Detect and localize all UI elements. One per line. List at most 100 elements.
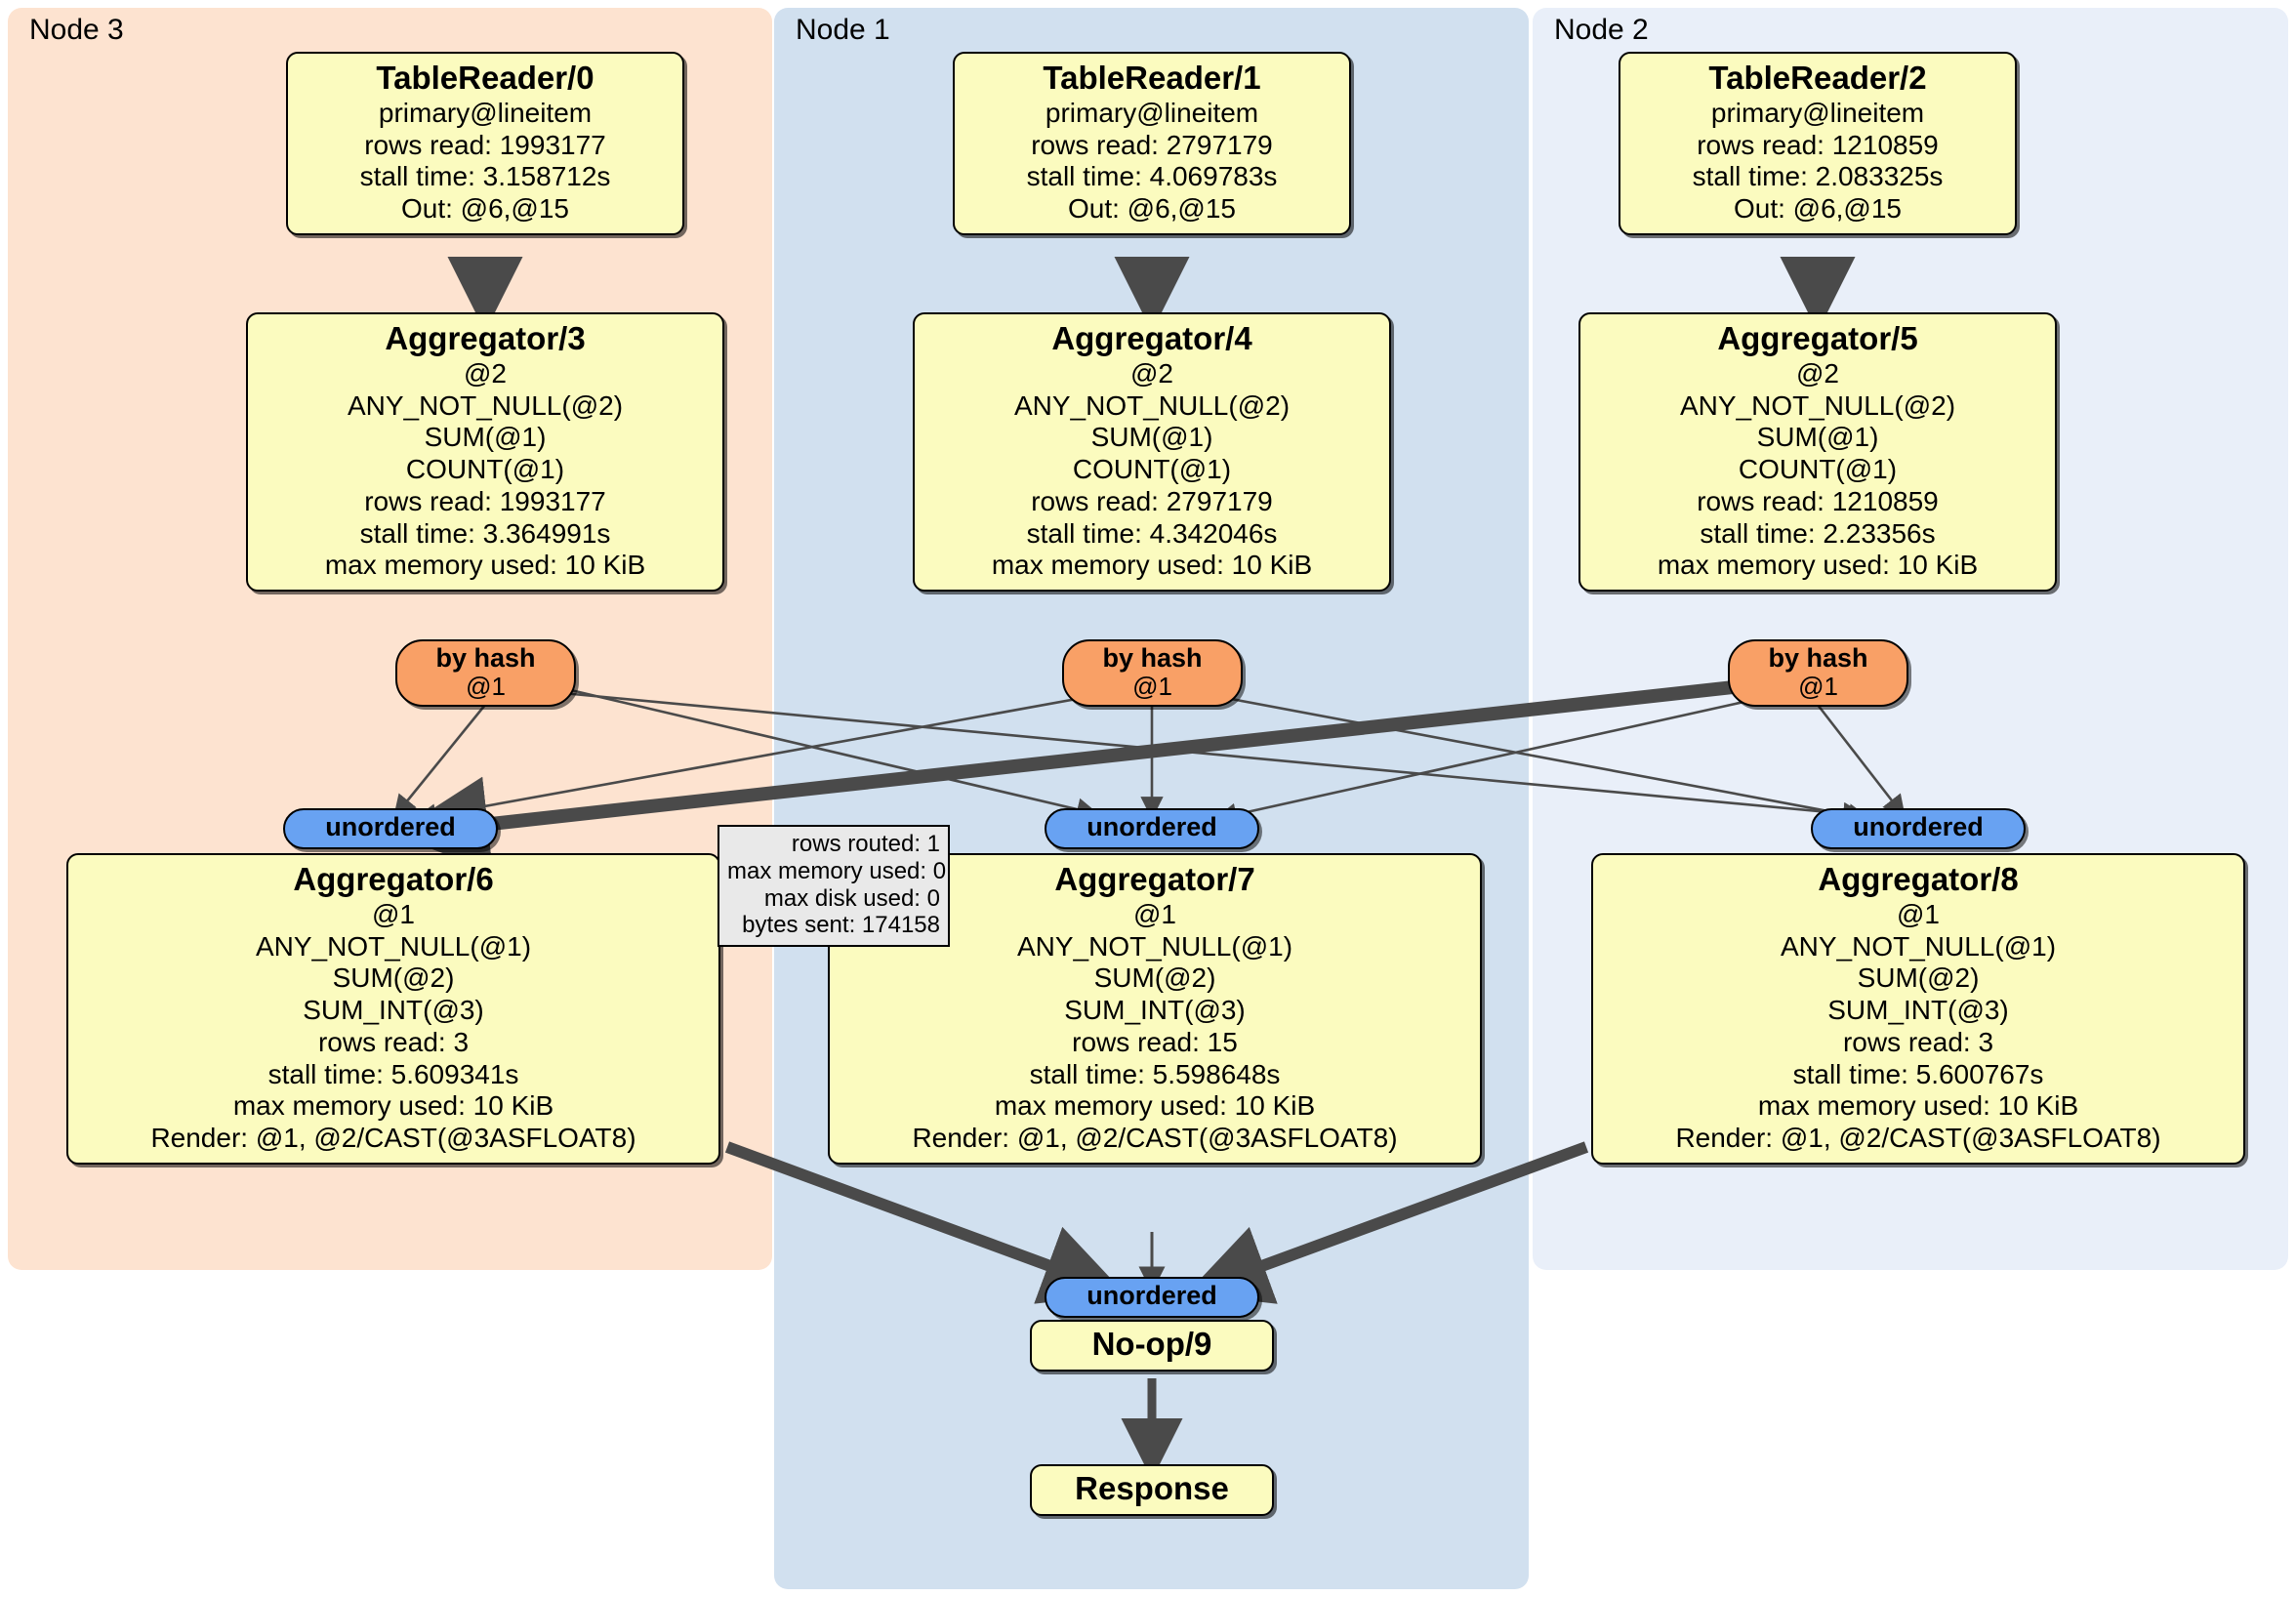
processor-detail-line: SUM_INT(@3) xyxy=(1064,995,1246,1026)
processor-detail-line: @1 xyxy=(1133,898,1176,929)
processor-detail-line: COUNT(@1) xyxy=(1738,454,1898,485)
router-column: @1 xyxy=(1798,672,1838,702)
processor-detail-line: stall time: 5.598648s xyxy=(1029,1058,1281,1089)
processor-detail-line: Render: @1, @2/CAST(@3ASFLOAT8) xyxy=(912,1123,1398,1154)
processor-response[interactable]: Response xyxy=(1030,1464,1274,1516)
processor-detail-line: stall time: 4.342046s xyxy=(1026,517,1278,549)
processor-detail-line: SUM(@1) xyxy=(1090,422,1213,453)
processor-aggregator-6[interactable]: Aggregator/6 @1 ANY_NOT_NULL(@1) SUM(@2)… xyxy=(66,853,720,1165)
sync-unordered-9[interactable]: unordered xyxy=(1045,1277,1259,1318)
processor-title: Aggregator/8 xyxy=(1818,861,2019,897)
processor-detail-line: primary@lineitem xyxy=(378,97,593,128)
processor-detail-line: primary@lineitem xyxy=(1045,97,1259,128)
processor-title: Aggregator/5 xyxy=(1717,320,1918,356)
processor-aggregator-4[interactable]: Aggregator/4 @2 ANY_NOT_NULL(@2) SUM(@1)… xyxy=(913,312,1391,593)
stat-line: rows routed: 1 xyxy=(791,831,940,857)
processor-detail-line: ANY_NOT_NULL(@1) xyxy=(1780,930,2057,962)
processor-title: No-op/9 xyxy=(1091,1326,1212,1362)
processor-detail-line: rows read: 3 xyxy=(317,1026,470,1057)
processor-detail-line: stall time: 5.609341s xyxy=(267,1058,519,1089)
processor-title: Aggregator/3 xyxy=(385,320,586,356)
processor-detail-line: SUM(@2) xyxy=(1857,962,1980,994)
router-title: by hash xyxy=(1768,643,1868,673)
processor-detail-line: max memory used: 10 KiB xyxy=(232,1090,554,1122)
processor-detail-line: rows read: 3 xyxy=(1842,1026,1994,1057)
processor-title: Aggregator/6 xyxy=(293,861,494,897)
processor-detail-line: ANY_NOT_NULL(@2) xyxy=(1679,389,1956,421)
sync-unordered-7[interactable]: unordered xyxy=(1045,808,1259,849)
router-by-hash-4[interactable]: by hash @1 xyxy=(1062,639,1243,708)
sync-unordered-6[interactable]: unordered xyxy=(283,808,498,849)
sync-label: unordered xyxy=(1086,1281,1217,1310)
router-column: @1 xyxy=(466,672,506,702)
processor-title: TableReader/0 xyxy=(376,60,594,96)
processor-tablereader-2[interactable]: TableReader/2 primary@lineitem rows read… xyxy=(1619,52,2017,235)
processor-title: TableReader/2 xyxy=(1708,60,1927,96)
processor-detail-line: rows read: 1993177 xyxy=(364,129,606,160)
processor-detail-line: ANY_NOT_NULL(@1) xyxy=(1016,930,1293,962)
router-by-hash-3[interactable]: by hash @1 xyxy=(395,639,576,708)
processor-detail-line: stall time: 2.23356s xyxy=(1700,517,1936,549)
processor-detail-line: stall time: 5.600767s xyxy=(1792,1058,2044,1089)
processor-title: TableReader/1 xyxy=(1043,60,1261,96)
processor-detail-line: @2 xyxy=(1796,357,1839,389)
processor-detail-line: ANY_NOT_NULL(@2) xyxy=(1013,389,1291,421)
processor-detail-line: SUM(@2) xyxy=(1093,962,1216,994)
cluster-label-node-3: Node 3 xyxy=(29,14,124,46)
processor-detail-line: SUM_INT(@3) xyxy=(1827,995,2009,1026)
sync-label: unordered xyxy=(1086,812,1217,841)
sync-unordered-8[interactable]: unordered xyxy=(1811,808,2026,849)
processor-detail-line: max memory used: 10 KiB xyxy=(324,550,646,581)
router-column: @1 xyxy=(1132,672,1172,702)
processor-aggregator-3[interactable]: Aggregator/3 @2 ANY_NOT_NULL(@2) SUM(@1)… xyxy=(246,312,724,593)
processor-detail-line: rows read: 1993177 xyxy=(364,485,606,516)
processor-detail-line: rows read: 1210859 xyxy=(1697,485,1939,516)
cluster-label-node-1: Node 1 xyxy=(796,14,890,46)
processor-detail-line: Out: @6,@15 xyxy=(1067,193,1237,225)
processor-detail-line: Out: @6,@15 xyxy=(400,193,570,225)
processor-detail-line: rows read: 15 xyxy=(1072,1026,1238,1057)
processor-detail-line: SUM(@1) xyxy=(1756,422,1879,453)
processor-detail-line: @2 xyxy=(464,357,507,389)
processor-detail-line: SUM(@1) xyxy=(424,422,547,453)
processor-title: Aggregator/4 xyxy=(1051,320,1252,356)
processor-aggregator-8[interactable]: Aggregator/8 @1 ANY_NOT_NULL(@1) SUM(@2)… xyxy=(1591,853,2245,1165)
router-by-hash-5[interactable]: by hash @1 xyxy=(1728,639,1908,708)
router-title: by hash xyxy=(1102,643,1203,673)
processor-detail-line: max memory used: 10 KiB xyxy=(991,550,1313,581)
processor-detail-line: primary@lineitem xyxy=(1710,97,1925,128)
processor-detail-line: max memory used: 10 KiB xyxy=(994,1090,1316,1122)
processor-detail-line: stall time: 4.069783s xyxy=(1026,161,1278,192)
processor-title: Aggregator/7 xyxy=(1054,861,1255,897)
processor-detail-line: rows read: 1210859 xyxy=(1697,129,1939,160)
processor-detail-line: COUNT(@1) xyxy=(1072,454,1232,485)
processor-detail-line: COUNT(@1) xyxy=(405,454,565,485)
cluster-label-node-2: Node 2 xyxy=(1554,14,1649,46)
edge-stats-tooltip: rows routed: 1 max memory used: 0 max di… xyxy=(718,825,950,948)
processor-aggregator-5[interactable]: Aggregator/5 @2 ANY_NOT_NULL(@2) SUM(@1)… xyxy=(1578,312,2057,593)
sync-label: unordered xyxy=(325,812,456,841)
processor-detail-line: Render: @1, @2/CAST(@3ASFLOAT8) xyxy=(1675,1123,2161,1154)
processor-detail-line: rows read: 2797179 xyxy=(1031,129,1273,160)
stat-line: max disk used: 0 xyxy=(763,884,940,912)
processor-no-op-9[interactable]: No-op/9 xyxy=(1030,1320,1274,1372)
processor-detail-line: ANY_NOT_NULL(@2) xyxy=(347,389,624,421)
processor-detail-line: @1 xyxy=(372,898,415,929)
processor-detail-line: SUM_INT(@3) xyxy=(303,995,484,1026)
stat-line: bytes sent: 174158 xyxy=(742,912,940,939)
sync-label: unordered xyxy=(1853,812,1984,841)
processor-detail-line: Out: @6,@15 xyxy=(1733,193,1903,225)
processor-detail-line: Render: @1, @2/CAST(@3ASFLOAT8) xyxy=(150,1123,636,1154)
processor-tablereader-0[interactable]: TableReader/0 primary@lineitem rows read… xyxy=(286,52,684,235)
processor-tablereader-1[interactable]: TableReader/1 primary@lineitem rows read… xyxy=(953,52,1351,235)
processor-detail-line: stall time: 3.158712s xyxy=(359,161,611,192)
router-title: by hash xyxy=(435,643,536,673)
processor-detail-line: ANY_NOT_NULL(@1) xyxy=(255,930,532,962)
processor-detail-line: rows read: 2797179 xyxy=(1031,485,1273,516)
processor-title: Response xyxy=(1075,1470,1229,1506)
processor-detail-line: stall time: 3.364991s xyxy=(359,517,611,549)
processor-detail-line: @1 xyxy=(1897,898,1940,929)
processor-detail-line: SUM(@2) xyxy=(332,962,455,994)
processor-detail-line: max memory used: 10 KiB xyxy=(1657,550,1979,581)
